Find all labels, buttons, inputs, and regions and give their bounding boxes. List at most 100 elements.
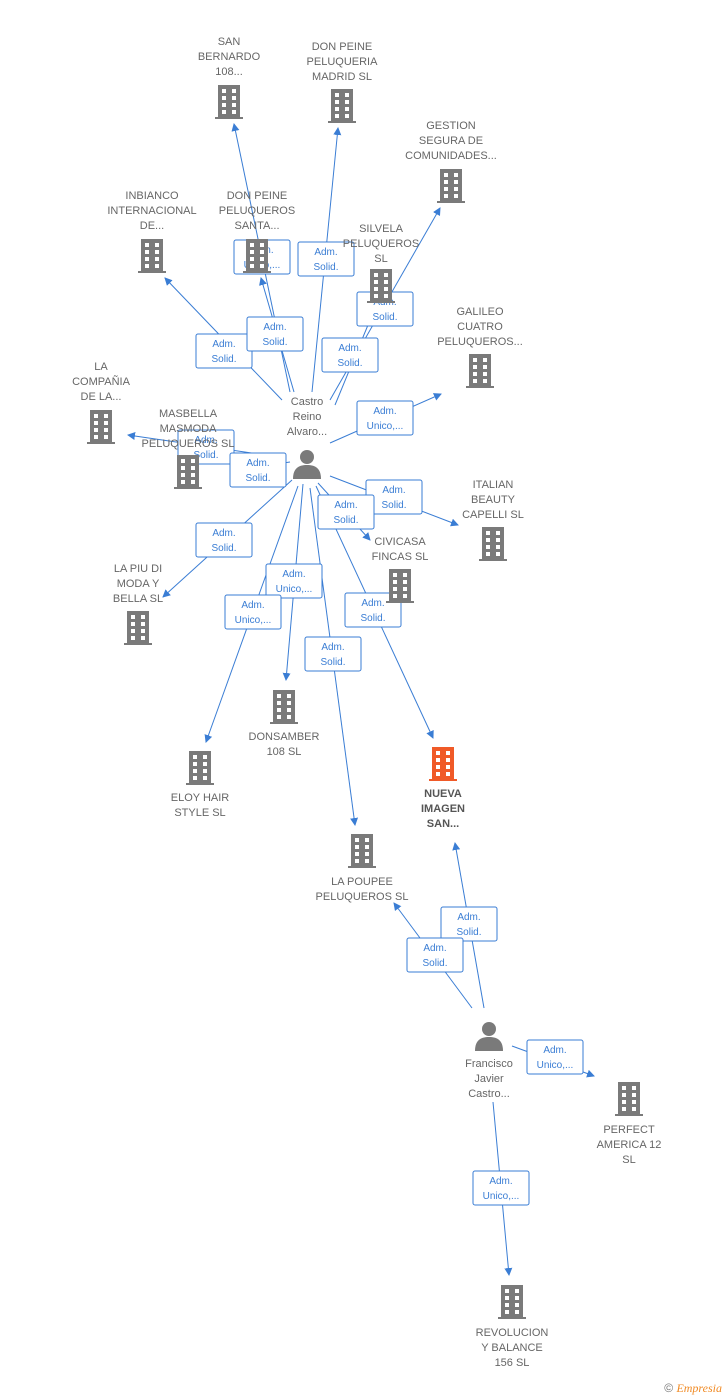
edge-label-castro_reino-to-galileo[interactable]: Adm.Unico,... [356, 400, 414, 436]
edge-label-box [406, 937, 464, 973]
node-label-line: DON PEINE [312, 41, 373, 53]
node-label-line: Francisco [465, 1058, 513, 1070]
node-san-bernardo[interactable]: SANBERNARDO108... [198, 36, 261, 119]
edge-label-castro_reino-to-italian_beauty[interactable]: Adm.Solid. [365, 479, 423, 515]
node-label-line: SL [374, 253, 387, 265]
node-label-line: MADRID SL [312, 71, 372, 83]
building-icon [386, 569, 414, 603]
edge-label-francisco-to-nueva_imagen[interactable]: Adm.Solid. [440, 906, 498, 942]
edge-label-box [224, 594, 282, 630]
node-nueva-imagen[interactable]: NUEVAIMAGENSAN... [421, 747, 465, 830]
edge-label-line: Unico,... [367, 421, 404, 432]
node-galileo[interactable]: GALILEOCUATROPELUQUEROS... [437, 306, 523, 388]
node-label-line: STYLE SL [174, 807, 225, 819]
edge-label-castro_reino-to-don_peine_madrid[interactable]: Adm. Solid. [297, 241, 355, 277]
edge-label-line: Unico,... [537, 1060, 574, 1071]
edge-label-line: Adm. [321, 642, 344, 653]
edge-label-line: Solid. [456, 927, 481, 938]
node-label-line: SL [622, 1154, 635, 1166]
node-label-line: DONSAMBER [249, 731, 320, 743]
edge-label-box [472, 1170, 530, 1206]
node-label-line: ITALIAN [473, 479, 514, 491]
node-castro-reino[interactable]: CastroReinoAlvaro... [287, 396, 327, 479]
node-label-line: CAPELLI SL [462, 509, 524, 521]
edge-label-castro_reino-to-eloy[interactable]: Adm.Unico,... [224, 594, 282, 630]
edge-label-line: Solid. [313, 262, 338, 273]
edge-label-line: Solid. [211, 354, 236, 365]
node-label-line: Castro... [468, 1088, 510, 1100]
node-inbianco[interactable]: INBIANCO INTERNACIONAL DE... [107, 190, 197, 273]
node-label-line: INBIANCO [125, 190, 179, 202]
building-icon [124, 611, 152, 645]
node-don-peine-santa[interactable]: DON PEINEPELUQUEROSSANTA... [219, 190, 295, 273]
node-label-line: SANTA... [234, 220, 279, 232]
node-label-line: 108 SL [267, 746, 302, 758]
edge-label-francisco-to-perfect_america[interactable]: Adm.Unico,... [526, 1039, 584, 1075]
edge-label-francisco-to-revolucion[interactable]: Adm.Unico,... [472, 1170, 530, 1206]
node-label-line: FINCAS SL [372, 551, 429, 563]
edge-label-castro_reino-to-donsamber[interactable]: Adm.Unico,... [265, 563, 323, 599]
node-label-line: INTERNACIONAL [107, 205, 196, 217]
node-label-line: SEGURA DE [419, 135, 483, 147]
building-icon-highlighted [429, 747, 457, 781]
empresia-logo[interactable]: Empresia [676, 1381, 722, 1395]
edge-label-francisco-to-la_poupee[interactable]: Adm. Solid. [406, 937, 464, 973]
node-label-line: REVOLUCION [476, 1327, 549, 1339]
edge-label-box [317, 494, 375, 530]
edge-label-line: Adm. [282, 569, 305, 580]
edge-label-line: Solid. [193, 450, 218, 461]
person-icon [293, 450, 321, 479]
node-label-line: LA PIU DI [114, 563, 162, 575]
node-label-line: Alvaro... [287, 426, 327, 438]
node-label-line: PELUQUEROS SL [142, 438, 235, 450]
building-icon [138, 239, 166, 273]
node-francisco[interactable]: FranciscoJavierCastro... [465, 1022, 513, 1100]
node-label-line: AMERICA 12 [597, 1139, 662, 1151]
edge-label-castro_reino-to-la_poupee[interactable]: Adm.Solid. [304, 636, 362, 672]
edge-label-line: Adm. [338, 343, 361, 354]
edge-label-line: Adm. [489, 1176, 512, 1187]
node-label-line: LA [94, 361, 108, 373]
edge-label-castro_reino-to-silvela[interactable]: Adm. Solid. [321, 337, 379, 373]
node-label-line: DE LA... [81, 391, 122, 403]
edge-label-line: Solid. [422, 958, 447, 969]
edge-label-line: Adm. [212, 528, 235, 539]
node-label-line: MODA Y [117, 578, 160, 590]
edge-label-castro_reino-to-don_peine_santa[interactable]: Adm.Solid. [246, 316, 304, 352]
node-label-line: DE... [140, 220, 164, 232]
building-icon [174, 455, 202, 489]
edge-label-castro_reino-to-masbella[interactable]: Adm.Solid. [229, 452, 287, 488]
person-icon [475, 1022, 503, 1051]
node-label-line: PELUQUEROS [343, 238, 419, 250]
edge-label-line: Adm. [423, 943, 446, 954]
edge-label-castro_reino-to-la_piu[interactable]: Adm.Solid. [195, 522, 253, 558]
node-label-line: Javier [474, 1073, 504, 1085]
edge-label-castro_reino-to-inbianco[interactable]: Adm.Solid. [195, 333, 253, 369]
node-donsamber[interactable]: DONSAMBER 108 SL [249, 690, 320, 758]
copyright-footer: © Empresia [664, 1381, 722, 1396]
edge-label-line: Adm. [314, 247, 337, 258]
node-label-line: SAN... [427, 818, 459, 830]
edge-label-line: Adm. [241, 600, 264, 611]
node-label-line: CUATRO [457, 321, 503, 333]
node-label-line: BERNARDO [198, 51, 261, 63]
building-icon [466, 354, 494, 388]
node-label-line: PELUQUEROS... [437, 336, 523, 348]
edge-label-castro_reino-to-civicasa[interactable]: Adm.Solid. [317, 494, 375, 530]
building-icon [498, 1285, 526, 1319]
edge-label-line: Solid. [337, 358, 362, 369]
node-label-line: PELUQUEROS SL [316, 891, 409, 903]
